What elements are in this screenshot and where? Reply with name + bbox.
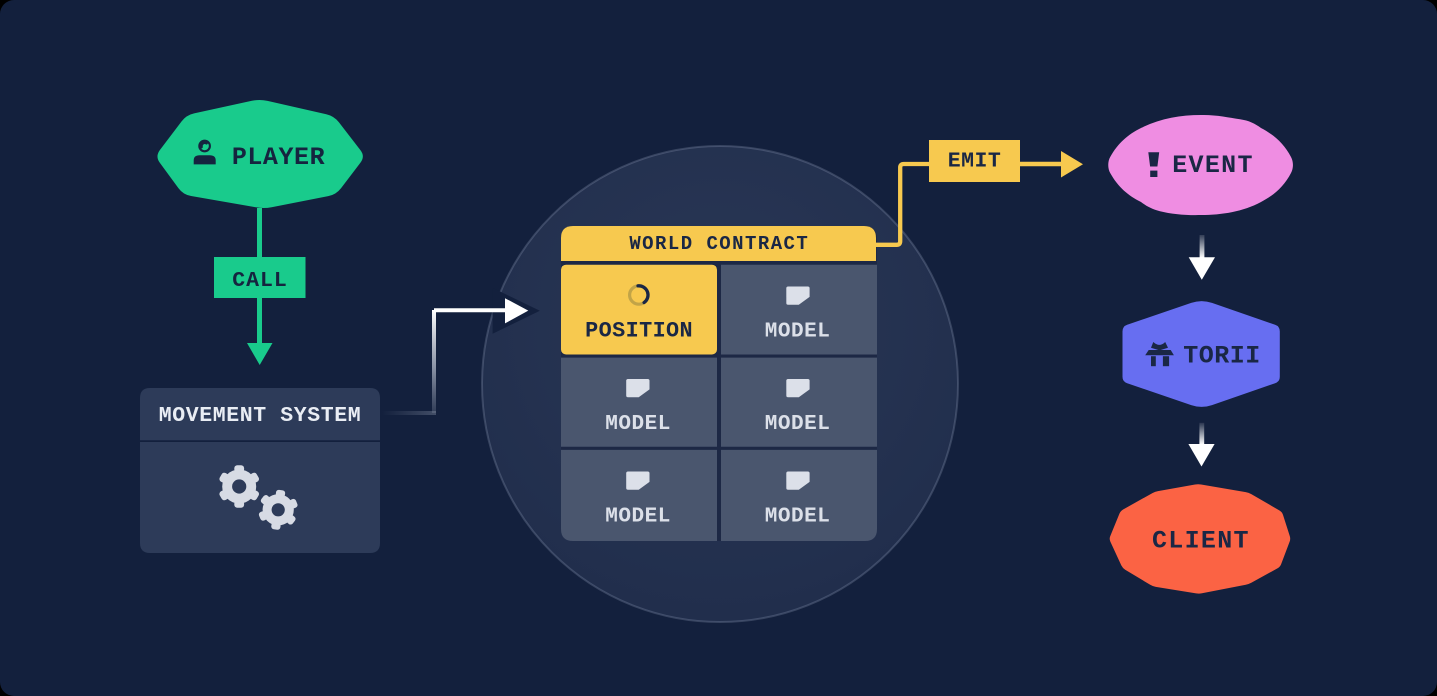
svg-text:PLAYER: PLAYER: [232, 143, 325, 172]
svg-text:MODEL: MODEL: [765, 321, 831, 344]
svg-text:MOVEMENT SYSTEM: MOVEMENT SYSTEM: [159, 404, 362, 428]
svg-text:MODEL: MODEL: [765, 506, 831, 529]
svg-text:TORII: TORII: [1183, 342, 1261, 371]
svg-text:WORLD CONTRACT: WORLD CONTRACT: [629, 233, 809, 255]
svg-text:EVENT: EVENT: [1172, 151, 1254, 180]
svg-text:EMIT: EMIT: [948, 150, 1002, 174]
svg-text:POSITION: POSITION: [585, 319, 693, 344]
svg-text:MODEL: MODEL: [605, 413, 671, 436]
svg-text:CALL: CALL: [232, 269, 288, 293]
svg-text:CLIENT: CLIENT: [1152, 527, 1250, 556]
svg-text:MODEL: MODEL: [605, 506, 671, 529]
svg-text:MODEL: MODEL: [765, 413, 831, 436]
